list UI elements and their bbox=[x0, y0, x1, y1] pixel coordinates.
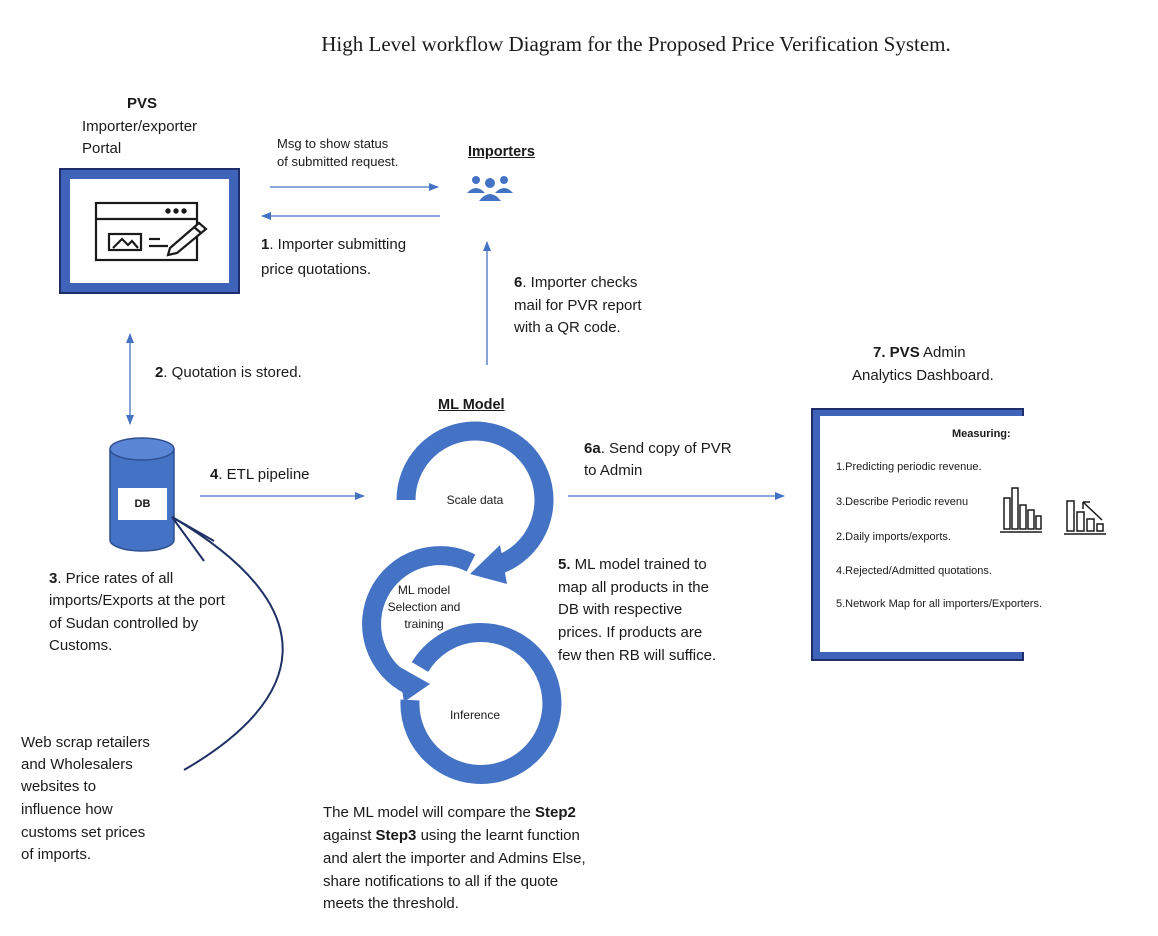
step6a-line1: 6a. Send copy of PVR bbox=[584, 438, 732, 460]
compare-line5: meets the threshold. bbox=[323, 895, 459, 912]
dashboard-box bbox=[811, 408, 1024, 661]
compare-step3: Step3 bbox=[375, 827, 417, 844]
step3-line4: Customs. bbox=[49, 637, 113, 654]
step7-rest: Admin bbox=[919, 344, 966, 361]
web-scrap-arrowhead-bottom bbox=[171, 516, 205, 562]
step3-line3: of Sudan controlled by bbox=[49, 615, 199, 632]
web-scrap-line4: influence how bbox=[21, 801, 113, 818]
dashboard-heading: Measuring: bbox=[952, 428, 1011, 440]
portal-box bbox=[59, 168, 240, 294]
step1-line1: 1. Importer submitting bbox=[261, 234, 406, 256]
step5-line5: few then RB will suffice. bbox=[558, 647, 717, 664]
web-scrap-line2: and Wholesalers bbox=[21, 756, 133, 773]
step7-line1: 7. PVS Admin bbox=[873, 342, 966, 364]
step3-number: 3 bbox=[49, 570, 58, 587]
ml-selection-ring bbox=[362, 546, 476, 702]
step6-text: . Importer checks bbox=[522, 274, 638, 291]
step3-line1: 3. Price rates of all bbox=[49, 568, 173, 590]
step2-label: 2. Quotation is stored. bbox=[155, 362, 302, 384]
compare-line2-text-c: using the learnt function bbox=[416, 827, 580, 844]
msg-status-line2: of submitted request. bbox=[277, 154, 399, 169]
compare-line1-text: The ML model will compare the bbox=[323, 804, 536, 821]
step7-number: 7 bbox=[873, 344, 882, 361]
step1-line2: price quotations. bbox=[261, 261, 372, 278]
ml-inference-ring bbox=[400, 623, 562, 784]
diagram-title: High Level workflow Diagram for the Prop… bbox=[321, 32, 951, 56]
dashboard-item-5: 5.Network Map for all importers/Exporter… bbox=[836, 598, 1043, 610]
ml-selection-label-3: training bbox=[404, 617, 444, 631]
step5-number: 5. bbox=[558, 556, 571, 573]
step4-text: . ETL pipeline bbox=[218, 466, 310, 483]
web-scrap-line1: Web scrap retailers bbox=[21, 734, 150, 751]
web-scrap-line3: websites to bbox=[21, 778, 97, 795]
web-scrap-arrowhead-top bbox=[171, 516, 215, 542]
step6a-number: 6a bbox=[584, 440, 601, 457]
step1-number: 1 bbox=[261, 236, 270, 253]
ml-scale-ring bbox=[396, 421, 554, 584]
dashboard-item-1: 1.Predicting periodic revenue. bbox=[836, 461, 982, 473]
compare-line1: The ML model will compare the Step2 bbox=[323, 802, 576, 824]
web-scrap-connector bbox=[171, 516, 284, 771]
step5-line3: DB with respective bbox=[558, 601, 683, 618]
bar-chart-trend-icon bbox=[1064, 500, 1106, 535]
portal-heading: PVS bbox=[126, 95, 157, 112]
step3-line2: imports/Exports at the port bbox=[49, 592, 225, 609]
web-scrap-line6: of imports. bbox=[21, 846, 92, 863]
db-label: DB bbox=[134, 498, 151, 510]
step6a-line2: to Admin bbox=[584, 462, 643, 479]
step2-text: . Quotation is stored. bbox=[163, 364, 302, 381]
step7-bold: . PVS bbox=[881, 344, 920, 361]
compare-step2: Step2 bbox=[535, 804, 576, 821]
msg-status-line1: Msg to show status bbox=[277, 136, 389, 151]
dashboard-item-2: 3.Describe Periodic revenu bbox=[836, 496, 969, 508]
importers-label: Importers bbox=[468, 144, 535, 160]
step1-text: . Importer submitting bbox=[269, 236, 407, 253]
step5-line1: 5. ML model trained to bbox=[558, 554, 707, 576]
db-cylinder bbox=[109, 437, 175, 552]
inference-label: Inference bbox=[449, 708, 501, 722]
step3-text: . Price rates of all bbox=[57, 570, 174, 587]
step4-number: 4 bbox=[210, 466, 219, 483]
bar-chart-icon bbox=[1000, 487, 1042, 533]
step5-text: ML model trained to bbox=[570, 556, 707, 573]
dashboard-item-4: 4.Rejected/Admitted quotations. bbox=[836, 565, 992, 577]
scale-data-label: Scale data bbox=[446, 493, 504, 507]
compare-line4: share notifications to all if the quote bbox=[323, 873, 559, 890]
step6-line2: mail for PVR report bbox=[514, 297, 642, 314]
step7-line2: Analytics Dashboard. bbox=[852, 367, 994, 384]
web-form-edit-icon bbox=[94, 201, 208, 262]
dashboard-item-3: 2.Daily imports/exports. bbox=[836, 531, 951, 543]
step6-number: 6 bbox=[514, 274, 523, 291]
ml-model-heading: ML Model bbox=[438, 397, 505, 413]
web-scrap-line5: customs set prices bbox=[21, 824, 146, 841]
step4-label: 4. ETL pipeline bbox=[210, 464, 310, 486]
portal-line2: Portal bbox=[82, 140, 122, 157]
compare-line3: and alert the importer and Admins Else, bbox=[323, 850, 586, 867]
ml-selection-label-2: Selection and bbox=[387, 600, 461, 614]
step5-line4: prices. If products are bbox=[558, 624, 703, 641]
compare-line2-text-a: against bbox=[323, 827, 376, 844]
step6-line3: with a QR code. bbox=[514, 319, 621, 336]
portal-line1: Importer/exporter bbox=[82, 118, 198, 135]
step6-line1: 6. Importer checks bbox=[514, 272, 637, 294]
step2-number: 2 bbox=[155, 364, 164, 381]
step5-line2: map all products in the bbox=[558, 579, 709, 596]
people-group-icon bbox=[467, 176, 513, 201]
ml-selection-label-1: ML model bbox=[397, 583, 451, 597]
step6a-text: . Send copy of PVR bbox=[600, 440, 732, 457]
compare-line2: against Step3 using the learnt function bbox=[323, 825, 580, 847]
